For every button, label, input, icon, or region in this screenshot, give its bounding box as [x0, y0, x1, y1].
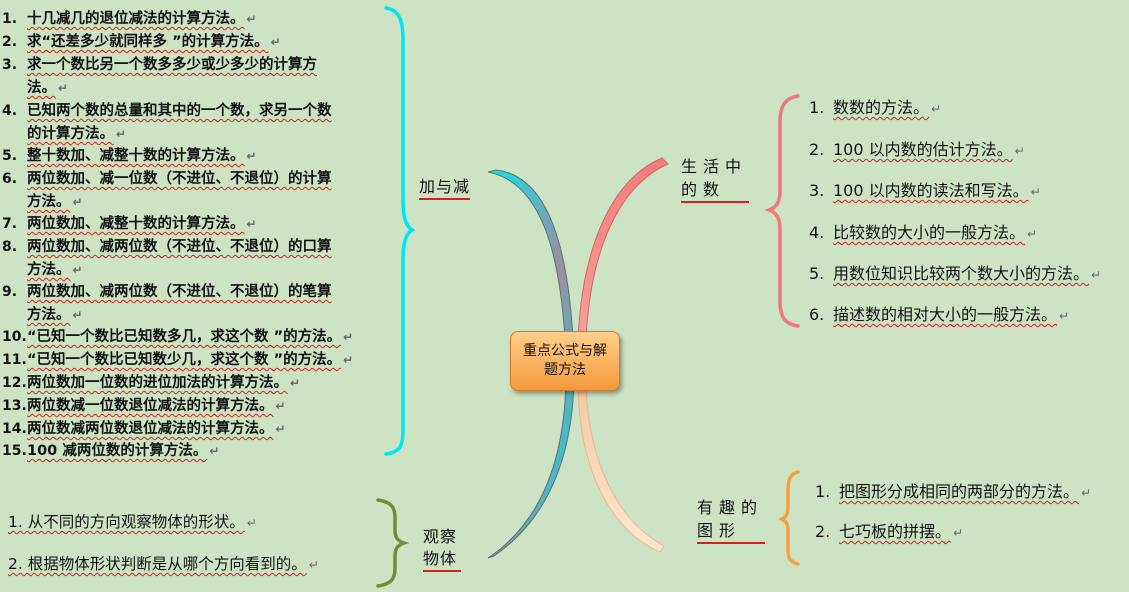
branch-connector-shapes: [577, 387, 665, 553]
paragraph-mark-icon: ↵: [1081, 486, 1092, 500]
paragraph-mark-icon: ↵: [1091, 268, 1102, 282]
life-numbers-item-text[interactable]: 100 以内数的估计方法。↵: [833, 139, 1025, 162]
branch-connector-life-numbers: [577, 157, 669, 341]
brace-shapes: [778, 470, 800, 566]
life-numbers-item-text[interactable]: 100 以内数的读法和写法。↵: [833, 180, 1041, 203]
list-number: 5.: [809, 264, 825, 283]
add-sub-item-text[interactable]: 求一个数比另一个数多多少或少多少的计算方: [27, 57, 317, 73]
add-sub-item-text[interactable]: “已知一个数比已知数少几，求这个数 ”的方法。↵: [27, 352, 354, 368]
paragraph-mark-icon: ↵: [209, 444, 220, 458]
add-sub-item-text[interactable]: 求“还差多少就同样多 ”的计算方法。↵: [27, 34, 281, 50]
paragraph-mark-icon: ↵: [1014, 144, 1025, 158]
branch-label-shapes[interactable]: 有趣的图形: [697, 496, 765, 544]
observe-item-text[interactable]: 1. 从不同的方向观察物体的形状。↵: [8, 511, 257, 534]
add-sub-item-text[interactable]: 方法。↵: [27, 262, 83, 278]
add-sub-item-text[interactable]: 两位数加、减两位数（不进位、不退位）的口算: [27, 239, 332, 255]
brace-life-numbers: [764, 94, 800, 328]
list-number: 4.: [2, 103, 18, 119]
paragraph-mark-icon: ↵: [1030, 185, 1041, 199]
list-number: 3.: [2, 57, 18, 73]
paragraph-mark-icon: ↵: [290, 376, 301, 390]
life-numbers-item-text[interactable]: 比较数的大小的一般方法。↵: [833, 222, 1037, 245]
list-number: 2.: [815, 522, 831, 541]
list-number: 11.: [2, 352, 27, 368]
add-sub-item-text[interactable]: 的计算方法。↵: [27, 126, 127, 142]
add-sub-item-text[interactable]: 方法。↵: [27, 307, 83, 323]
list-number: 1.: [2, 11, 18, 27]
add-sub-item-text[interactable]: 整十数加、减整十数的计算方法。↵: [27, 148, 257, 164]
list-number: 13.: [2, 398, 27, 414]
branch-label-observe[interactable]: 观察物体: [423, 526, 461, 572]
branch-connector-add-sub: [487, 169, 575, 559]
list-number: 12.: [2, 375, 27, 391]
center-node-label: 重点公式与解题方法: [523, 343, 607, 378]
list-number: 5.: [2, 148, 18, 164]
paragraph-mark-icon: ↵: [72, 308, 83, 322]
add-sub-item-text[interactable]: 法。↵: [27, 80, 69, 96]
branch-label-life-numbers[interactable]: 生活中的数: [681, 155, 749, 203]
paragraph-mark-icon: ↵: [308, 558, 319, 572]
paragraph-mark-icon: ↵: [343, 330, 354, 344]
paragraph-mark-icon: ↵: [72, 195, 83, 209]
list-number: 9.: [2, 284, 18, 300]
add-sub-item-text[interactable]: 两位数加、减一位数（不进位、不退位）的计算: [27, 171, 332, 187]
list-number: 10.: [2, 329, 27, 345]
list-number: 15.: [2, 443, 27, 459]
brace-add-sub: [384, 6, 416, 456]
paragraph-mark-icon: ↵: [246, 12, 257, 26]
paragraph-mark-icon: ↵: [343, 353, 354, 367]
life-numbers-item-text[interactable]: 描述数的相对大小的一般方法。↵: [833, 304, 1069, 327]
add-sub-item-text[interactable]: 两位数减两位数退位减法的计算方法。↵: [27, 421, 286, 437]
paragraph-mark-icon: ↵: [246, 217, 257, 231]
paragraph-mark-icon: ↵: [246, 516, 257, 530]
add-sub-item-text[interactable]: 两位数加、减整十数的计算方法。↵: [27, 216, 257, 232]
add-sub-item-text[interactable]: “已知一个数比已知数多几，求这个数 ”的方法。↵: [27, 329, 354, 345]
paragraph-mark-icon: ↵: [275, 422, 286, 436]
add-sub-item-text[interactable]: 两位数加一位数的进位加法的计算方法。↵: [27, 375, 301, 391]
add-sub-item-text[interactable]: 两位数加、减两位数（不进位、不退位）的笔算: [27, 284, 332, 300]
add-sub-item-text[interactable]: 100 减两位数的计算方法。↵: [27, 443, 220, 459]
list-number: 1.: [815, 482, 831, 501]
paragraph-mark-icon: ↵: [246, 149, 257, 163]
list-number: 7.: [2, 216, 18, 232]
paragraph-mark-icon: ↵: [953, 526, 964, 540]
brace-observe: [376, 498, 410, 588]
list-number: 2.: [2, 34, 18, 50]
shapes-item-text[interactable]: 把图形分成相同的两部分的方法。↵: [839, 481, 1091, 504]
list-number: 6.: [809, 305, 825, 324]
list-number: 2.: [809, 140, 825, 159]
list-number: 3.: [809, 181, 825, 200]
paragraph-mark-icon: ↵: [931, 102, 942, 116]
paragraph-mark-icon: ↵: [1059, 309, 1070, 323]
add-sub-item-text[interactable]: 已知两个数的总量和其中的一个数，求另一个数: [27, 103, 332, 119]
life-numbers-item-text[interactable]: 用数位知识比较两个数大小的方法。↵: [833, 263, 1101, 286]
list-number: 14.: [2, 421, 27, 437]
paragraph-mark-icon: ↵: [72, 263, 83, 277]
add-sub-item-text[interactable]: 十几减几的退位减法的计算方法。↵: [27, 11, 257, 27]
paragraph-mark-icon: ↵: [58, 81, 69, 95]
center-node[interactable]: 重点公式与解题方法: [510, 331, 620, 391]
paragraph-mark-icon: ↵: [270, 35, 281, 49]
branch-label-add-sub[interactable]: 加与减: [419, 176, 471, 200]
paragraph-mark-icon: ↵: [275, 399, 286, 413]
list-number: 1.: [809, 98, 825, 117]
life-numbers-item-text[interactable]: 数数的方法。↵: [833, 97, 941, 120]
add-sub-item-text[interactable]: 方法。↵: [27, 194, 83, 210]
list-number: 6.: [2, 171, 18, 187]
shapes-item-text[interactable]: 七巧板的拼摆。↵: [839, 521, 963, 544]
observe-item-text[interactable]: 2. 根据物体形状判断是从哪个方向看到的。↵: [8, 553, 319, 576]
paragraph-mark-icon: ↵: [116, 127, 127, 141]
paragraph-mark-icon: ↵: [1027, 227, 1038, 241]
list-number: 4.: [809, 223, 825, 242]
add-sub-item-text[interactable]: 两位数减一位数退位减法的计算方法。↵: [27, 398, 286, 414]
list-number: 8.: [2, 239, 18, 255]
